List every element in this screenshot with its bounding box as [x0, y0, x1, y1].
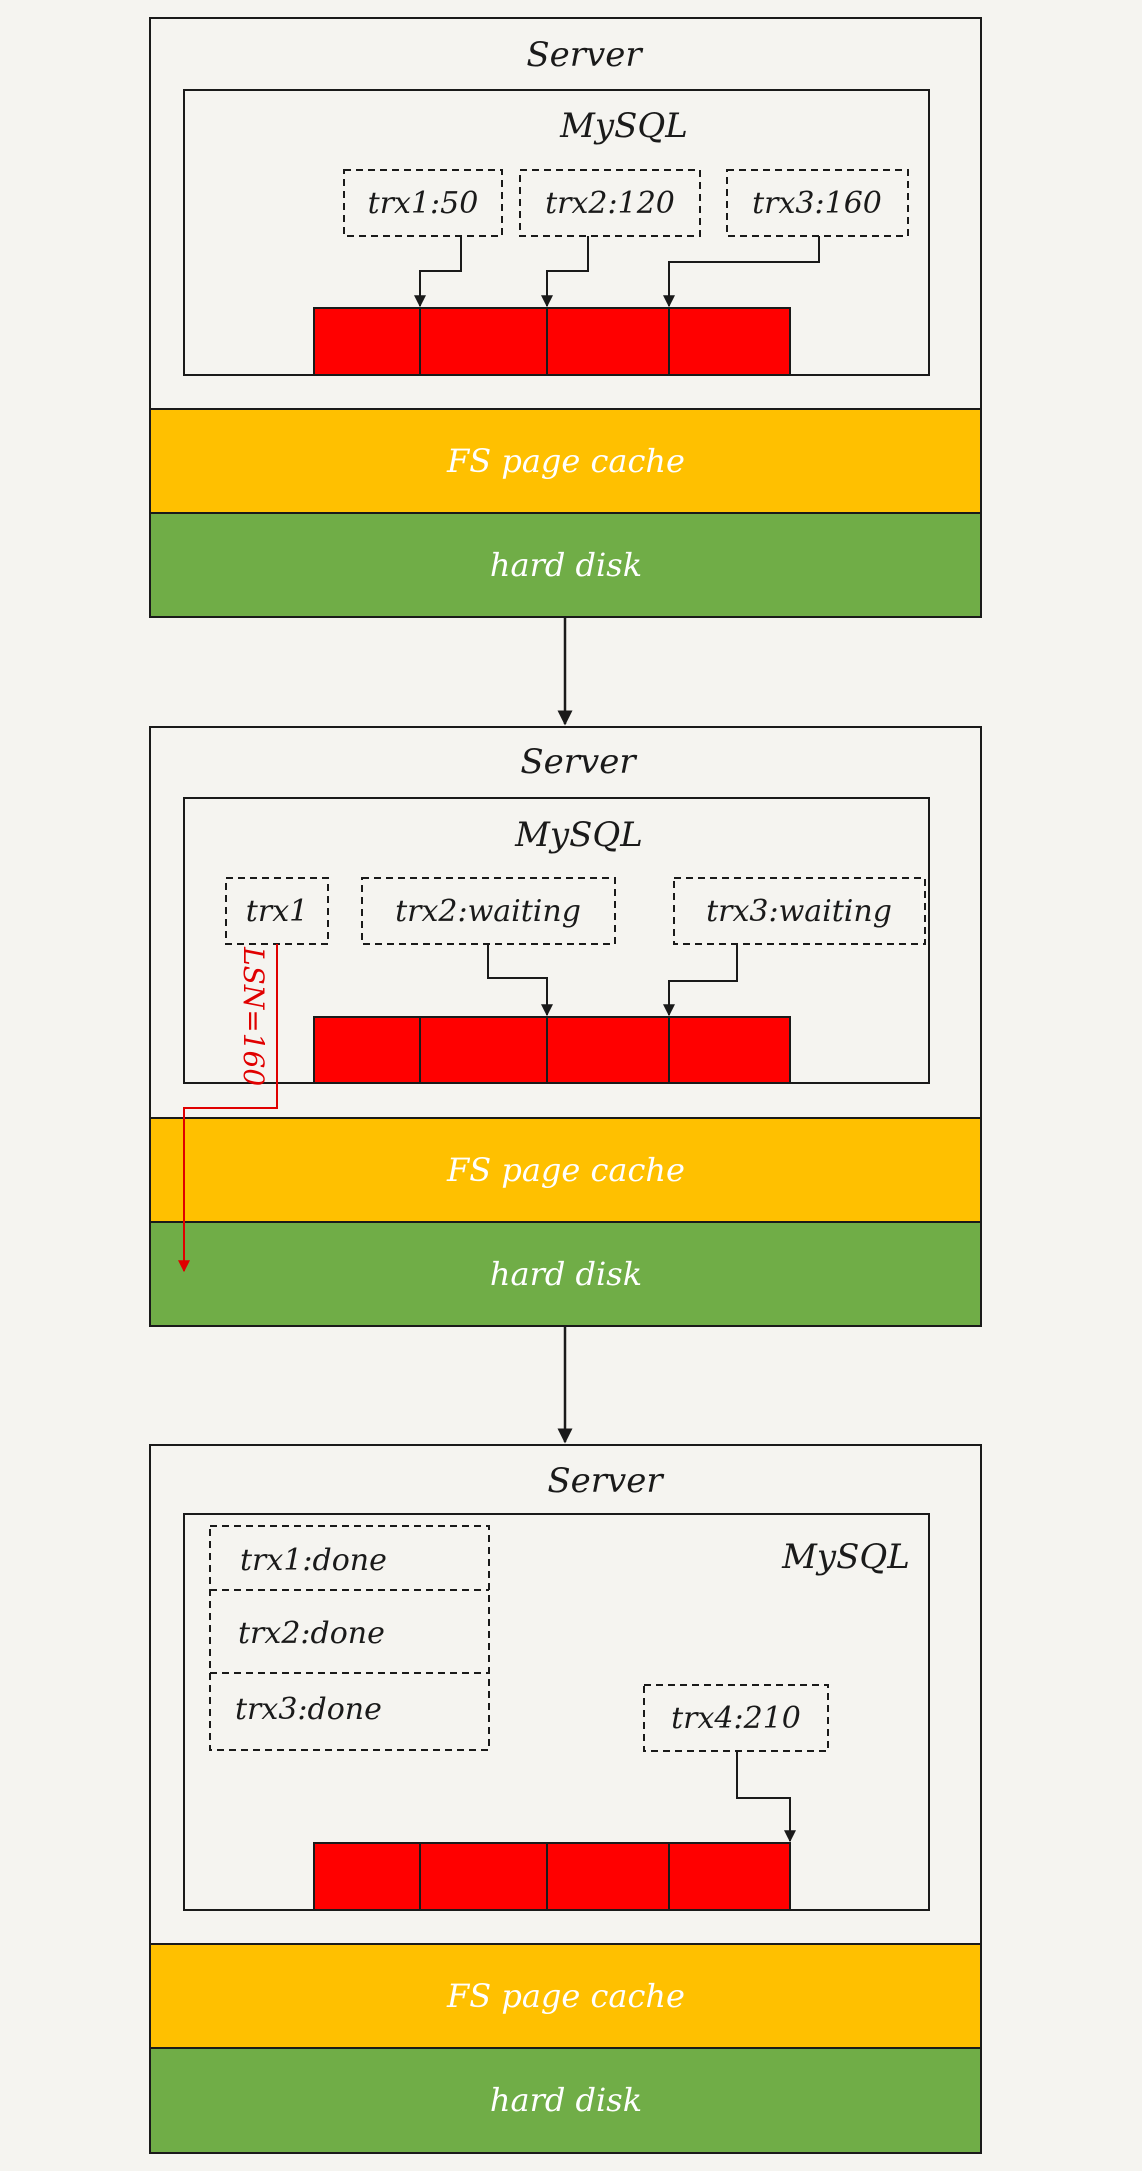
- redo-log-buffer: [313, 307, 791, 376]
- fs-page-cache-label: FS page cache: [446, 442, 685, 480]
- write-arrow-4: [736, 1751, 796, 1843]
- log-block: [313, 1842, 421, 1911]
- done-trx-stack: trx1:done trx2:done trx3:done: [209, 1525, 490, 1751]
- log-block: [546, 1016, 670, 1084]
- server-label: Server: [520, 742, 637, 782]
- fs-page-cache-bar: [149, 1117, 982, 1223]
- log-block: [313, 1016, 421, 1084]
- log-block: [668, 307, 791, 376]
- trx-label-2: trx2:120: [545, 186, 675, 221]
- redo-log-buffer: [313, 1016, 791, 1084]
- flush-arrow: [178, 944, 278, 1273]
- trx-label-2: trx2:waiting: [395, 894, 581, 929]
- wait-arrow-3: [663, 944, 738, 1017]
- server-label: Server: [526, 35, 643, 75]
- fs-page-cache-label: FS page cache: [446, 1151, 685, 1189]
- hard-disk-bar: [149, 2047, 982, 2154]
- trx-box-1: [343, 169, 503, 237]
- stage-2: Server MySQL trx1 trx2:waiting trx3:wait…: [149, 726, 982, 1327]
- done-trx-label-2: trx2:done: [238, 1616, 385, 1651]
- fs-page-cache-bar: [149, 1943, 982, 2049]
- log-block: [313, 307, 421, 376]
- log-block: [668, 1016, 791, 1084]
- mysql-label: MySQL: [781, 1537, 910, 1577]
- log-block: [546, 1842, 670, 1911]
- trx-box-2: [519, 169, 701, 237]
- hard-disk-label: hard disk: [490, 546, 642, 584]
- redo-log-buffer: [313, 1842, 791, 1911]
- hard-disk-label: hard disk: [490, 2081, 642, 2119]
- hard-disk-label: hard disk: [490, 1255, 642, 1293]
- write-arrow-1: [414, 236, 462, 308]
- log-block: [546, 307, 670, 376]
- trx-label-4: trx4:210: [671, 1701, 801, 1736]
- stage-1: Server MySQL trx1:50 trx2:120 trx3:160 F…: [149, 17, 982, 618]
- server-label: Server: [547, 1461, 664, 1501]
- trx-label-1: trx1:50: [368, 186, 479, 221]
- done-trx-label-3: trx3:done: [235, 1692, 382, 1727]
- done-trx-box: [209, 1525, 490, 1751]
- trx-label-1: trx1: [246, 894, 308, 929]
- log-block: [419, 307, 548, 376]
- mysql-label: MySQL: [514, 815, 643, 855]
- wait-arrow-2: [487, 944, 553, 1017]
- stage-3: Server MySQL trx1:done trx2:done trx3:do…: [149, 1444, 982, 2154]
- trx-box-3: [673, 877, 926, 945]
- fs-page-cache-label: FS page cache: [446, 1977, 685, 2015]
- log-block: [419, 1016, 548, 1084]
- mysql-label: MySQL: [559, 106, 688, 146]
- trx-box-3: [726, 169, 909, 237]
- log-block: [419, 1842, 548, 1911]
- trx-label-3: trx3:160: [752, 186, 882, 221]
- trx-label-3: trx3:waiting: [706, 894, 892, 929]
- done-trx-label-1: trx1:done: [240, 1543, 387, 1578]
- lsn-label: LSN=160: [237, 946, 270, 1086]
- fs-page-cache-bar: [149, 408, 982, 514]
- hard-disk-bar: [149, 1221, 982, 1327]
- write-arrow-3: [663, 236, 820, 308]
- log-block: [668, 1842, 791, 1911]
- write-arrow-2: [541, 236, 589, 308]
- hard-disk-bar: [149, 512, 982, 618]
